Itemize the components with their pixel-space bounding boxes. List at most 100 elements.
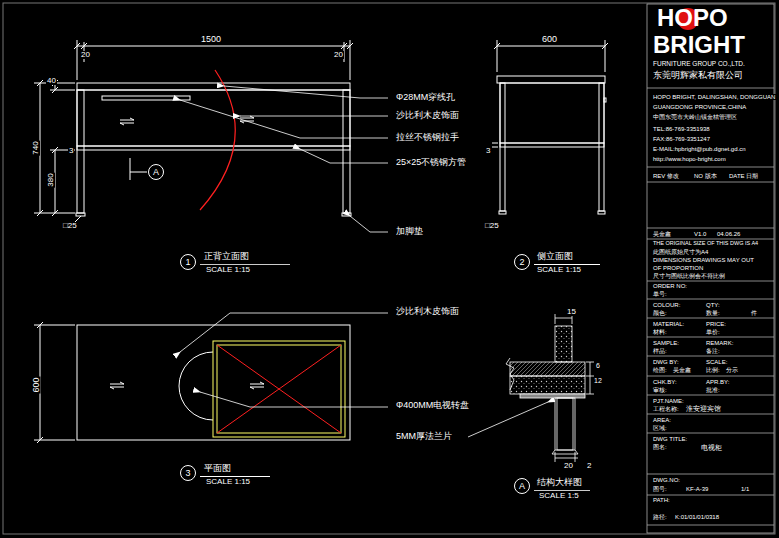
drawing-label: 平面图 <box>203 464 232 473</box>
front-elevation-part <box>37 80 58 216</box>
callout-circle: 2 <box>514 254 530 270</box>
front-elevation <box>34 40 353 222</box>
turntable-box-part <box>213 341 345 437</box>
sheet-frame <box>3 3 775 534</box>
front-elevation-part <box>343 90 350 213</box>
title-block-part <box>647 337 774 338</box>
detail-section-part <box>555 398 575 450</box>
title-block-text: OF PROPORTION <box>652 265 704 271</box>
front-elevation-part <box>130 172 147 173</box>
drawing-label: 20 <box>563 462 574 470</box>
front-elevation-part <box>102 96 190 100</box>
title-block-part <box>647 474 774 475</box>
title-block-text: ORDER NO: <box>652 283 688 289</box>
title-block-text: 绘图: <box>652 367 668 373</box>
drawing-label: SCALE 1:5 <box>538 492 580 500</box>
drawing-label: 40 <box>46 77 57 85</box>
front-leaders-part <box>224 86 388 98</box>
title-block-text: http://www.hopo-bright.com <box>652 156 727 162</box>
drawing-label: 6 <box>595 362 601 369</box>
title-block-text: 审核: <box>652 387 668 393</box>
drawing-label: 3 <box>485 147 491 155</box>
title-block-text: SAMPLE: <box>652 340 680 346</box>
detail-section-part <box>575 452 576 462</box>
callout-number: 2 <box>519 258 524 267</box>
front-elevation-part <box>130 158 131 180</box>
drawing-label: 380 <box>47 172 55 187</box>
turntable-box <box>213 341 345 437</box>
title-block-text: 批准: <box>705 387 721 393</box>
title-block-text: BRIGHT <box>652 33 746 57</box>
title-block <box>647 4 774 533</box>
front-elevation-part <box>342 213 351 216</box>
side-elevation-part <box>492 147 498 148</box>
drawing-label: 侧立面图 <box>536 252 574 261</box>
title-block-part <box>647 228 774 229</box>
title-block-text: 分示 <box>725 367 739 373</box>
title-block-text: 件 <box>750 310 758 316</box>
callout-number: A <box>153 168 159 177</box>
title-block-part <box>647 4 774 533</box>
title-block-text: HOPO <box>656 6 729 30</box>
title-block-text: 电视柜 <box>700 444 723 451</box>
title-block-text: 区域: <box>652 425 668 431</box>
title-block-text: SCALE: <box>705 359 728 365</box>
title-block-text: FURNITURE GROUP CO.,LTD. <box>652 61 746 68</box>
title-block-part <box>647 414 774 415</box>
drawing-label: Φ400MM电视转盘 <box>395 401 470 410</box>
title-block-text: DWG.NO: <box>652 477 681 483</box>
title-block-text: GUANGDONG PROVINCE,CHINA <box>652 104 747 110</box>
drawing-label: 25×25不锈钢方管 <box>395 158 467 167</box>
title-block-text: 路径: <box>652 514 668 520</box>
drawing-label: 20 <box>80 51 91 59</box>
drawing-label: 结构大样图 <box>536 478 583 487</box>
plan-leaders-part <box>180 313 388 352</box>
callout-circle: 1 <box>180 254 196 270</box>
front-leaders-part <box>240 116 388 117</box>
drawing-label: 740 <box>32 140 40 155</box>
title-block-text: REV 修改 <box>652 173 680 179</box>
title-block-text: HOPO BRIGHT, DALINGSHAN, DONGGUAN <box>652 94 776 100</box>
drawing-label: □25 <box>484 222 500 230</box>
drawing-label: SCALE 1:15 <box>205 478 251 486</box>
title-block-text: THE ORIGINAL SIZE OF THIS DWG IS A4 <box>652 241 759 247</box>
callout-number: 1 <box>185 258 190 267</box>
title-block-text: PJT.NAME: <box>652 398 685 404</box>
title-block-part <box>647 433 774 434</box>
detail-section-part <box>506 358 514 390</box>
title-block-text: 单价: <box>705 329 721 335</box>
turntable-cross-part <box>217 345 341 433</box>
title-block-text: QTY: <box>705 302 721 308</box>
detail-section-part <box>555 452 556 462</box>
title-block-text: 吴金鑫 <box>652 231 672 237</box>
title-block-text: COLOUR: <box>652 302 681 308</box>
title-block-part <box>647 239 774 240</box>
title-block-text: V1.0 <box>693 231 707 237</box>
title-block-text: 比例: <box>705 367 721 373</box>
detail-section-part <box>586 362 594 363</box>
drawing-label: 1500 <box>200 35 222 44</box>
side-elevation-part <box>598 211 605 214</box>
title-block-part <box>647 495 774 496</box>
title-block-text: AREA: <box>652 417 672 423</box>
title-block-text: 东莞明辉家私有限公司 <box>652 71 744 80</box>
detail-section-part <box>590 362 591 394</box>
drawing-label: Φ28MM穿线孔 <box>395 93 456 102</box>
title-block-text: 工程名称: <box>652 406 680 412</box>
title-block-text: 单号: <box>652 291 668 297</box>
callout-circle: A <box>148 164 164 180</box>
drawing-label: 2 <box>586 462 592 470</box>
side-elevation-part <box>499 211 506 214</box>
plan-view-part <box>110 382 264 389</box>
drawing-label: SCALE 1:15 <box>205 266 251 274</box>
side-elevation-part <box>497 46 605 47</box>
side-elevation-part <box>534 264 600 265</box>
front-elevation-part <box>77 83 350 90</box>
front-elevation-part <box>77 146 350 150</box>
title-block-text: MATERIAL: <box>652 321 685 327</box>
callout-number: 3 <box>185 469 190 478</box>
wire-hole-arc <box>200 70 235 210</box>
side-elevation-part <box>604 98 606 102</box>
title-block-text: E-MAIL:hpbright@pub.dgnet.gd.cn <box>652 146 746 152</box>
drawing-label: 20 <box>333 51 344 59</box>
